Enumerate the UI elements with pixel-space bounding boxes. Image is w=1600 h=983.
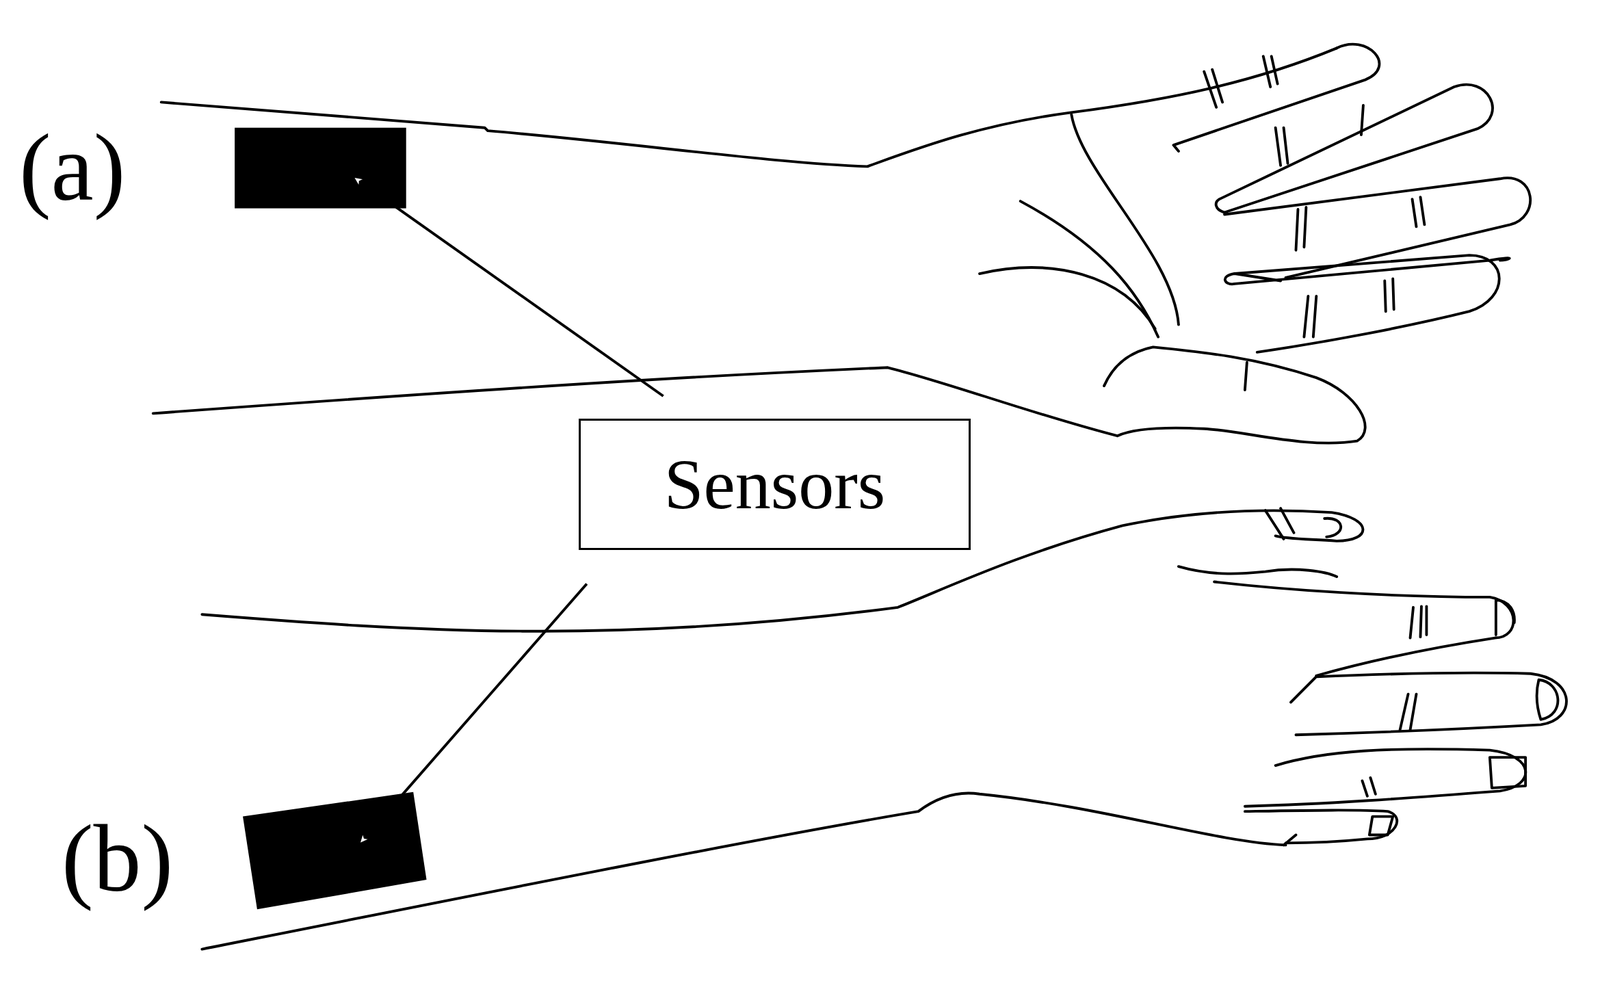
finger [1216,84,1493,213]
thumb-crease [1244,362,1248,390]
label-box: Sensors [578,418,971,550]
finger [1244,749,1526,807]
palm-line [1178,566,1337,577]
palm-line [979,267,1156,329]
finger [1214,582,1514,676]
finger-crease [1283,606,1427,845]
leader-arrow [359,583,587,844]
finger-nail [1369,599,1559,835]
panel-label: (a) [19,114,126,221]
sensor-pad [242,792,427,910]
panel-label: (b) [61,805,174,912]
thumb [1265,508,1341,540]
finger [1224,177,1531,278]
box-text: Sensors [664,445,886,524]
finger [1234,255,1500,353]
finger [1290,673,1567,736]
finger-crease [1203,56,1425,337]
palm-line [1020,201,1159,337]
finger [1244,809,1397,843]
leader-arrow [352,176,663,397]
palm-line [1071,114,1179,325]
